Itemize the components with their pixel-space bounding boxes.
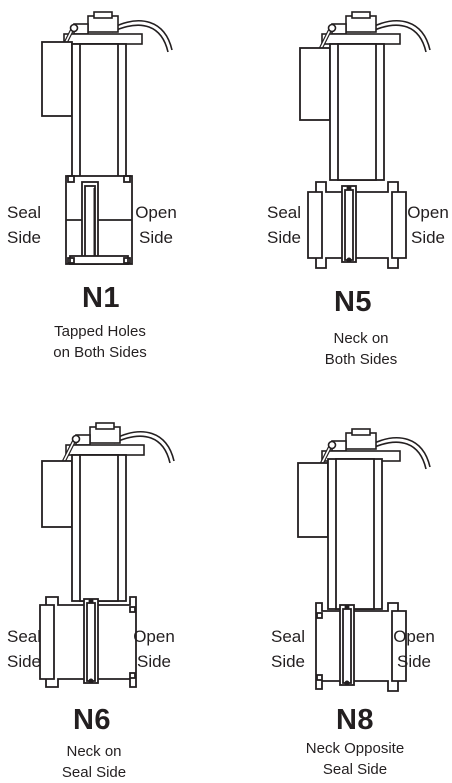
model-code: N5	[333, 286, 373, 318]
model-code: N6	[72, 704, 112, 736]
valve-diagram-n1	[41, 10, 174, 265]
valve-diagram-n6	[39, 421, 176, 688]
model-code: N1	[81, 282, 121, 314]
valve-diagram-n8	[297, 427, 432, 692]
model-code: N8	[335, 704, 375, 736]
valve-diagram-n5	[299, 10, 432, 269]
